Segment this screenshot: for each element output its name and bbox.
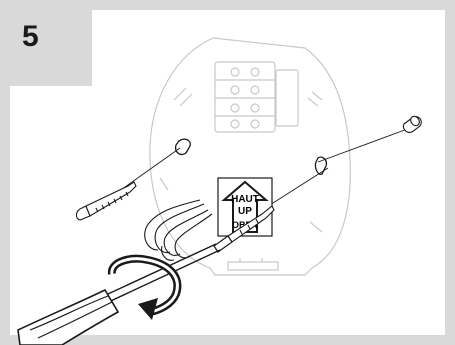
up-label-line2: UP <box>238 206 252 217</box>
step-number: 5 <box>22 20 39 53</box>
mounting-holes <box>174 138 328 175</box>
wall-anchor <box>402 115 422 133</box>
wire-bundle <box>144 199 213 261</box>
alignment-lines <box>117 127 411 211</box>
up-label-line1: HAUT <box>231 194 259 205</box>
screwdriver-icon <box>17 235 233 345</box>
wall-plate <box>149 37 351 276</box>
rotate-arrow-icon <box>108 254 182 320</box>
screw-left <box>75 181 137 221</box>
step-badge <box>10 10 92 86</box>
